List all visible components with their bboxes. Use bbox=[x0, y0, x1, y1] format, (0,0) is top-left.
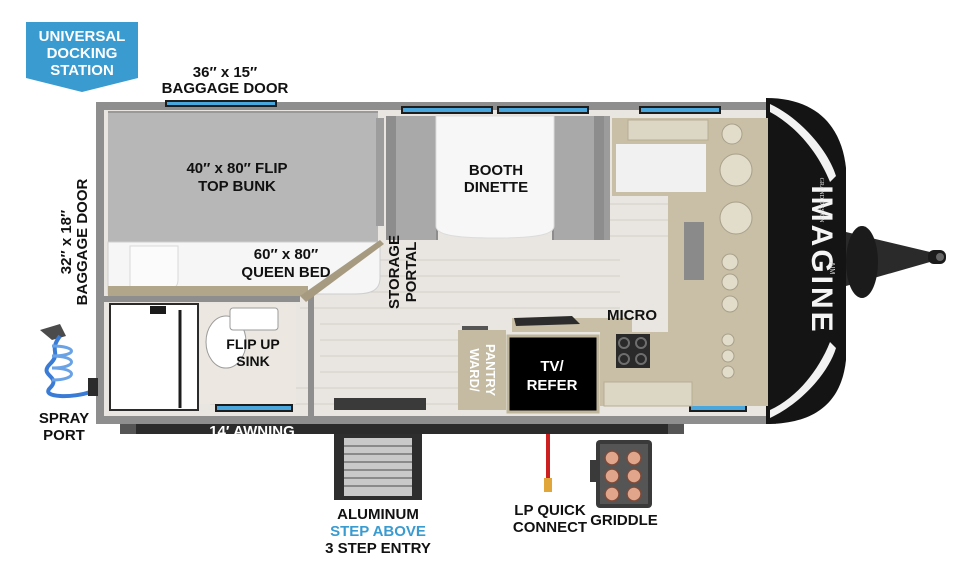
connect-label: CONNECT bbox=[513, 519, 587, 536]
baggage-side-label: BAGGAGE DOOR bbox=[74, 179, 91, 306]
flip-top-bunk bbox=[108, 112, 378, 242]
dinette-table bbox=[435, 115, 555, 239]
awning bbox=[120, 424, 684, 434]
griddle-label: GRIDDLE bbox=[590, 512, 658, 529]
queen-bed-size-label: 60″ x 80″ bbox=[254, 246, 318, 263]
three-step-entry-label: 3 STEP ENTRY bbox=[325, 540, 431, 557]
queen-bed-label: QUEEN BED bbox=[241, 264, 330, 281]
step-above-label: STEP ABOVE bbox=[330, 523, 426, 540]
entry-mat bbox=[334, 398, 426, 410]
flip-bunk-size-label: 40″ x 80″ FLIP bbox=[186, 160, 287, 177]
sink bbox=[229, 307, 279, 331]
front-cap-swoosh-lower bbox=[770, 342, 836, 418]
micro-label: MICRO bbox=[607, 307, 657, 324]
flip-up-label: FLIP UP bbox=[226, 336, 279, 352]
baggage-top-label: BAGGAGE DOOR bbox=[162, 80, 289, 97]
sink-label: SINK bbox=[236, 353, 269, 369]
spray-label: SPRAY bbox=[39, 410, 89, 427]
lp-quick-connect-icon[interactable] bbox=[544, 434, 552, 492]
bath-wall bbox=[104, 296, 300, 302]
floor-planks bbox=[210, 203, 670, 405]
front-cap-swoosh bbox=[770, 104, 836, 182]
bed-headboard bbox=[108, 286, 308, 296]
counter-top-white bbox=[616, 144, 706, 192]
ward-label: WARD/ bbox=[467, 348, 482, 392]
awning-label: 14′ AWNING bbox=[209, 423, 295, 440]
storage-label: STORAGE bbox=[386, 235, 403, 309]
bath-door-swing bbox=[300, 240, 384, 302]
griddle-icon[interactable] bbox=[590, 440, 652, 508]
booth-label: BOOTH bbox=[469, 162, 523, 179]
refrigerator bbox=[506, 334, 600, 414]
brand-name: IMAGINE bbox=[805, 185, 838, 334]
flip-bunk-label: TOP BUNK bbox=[198, 178, 276, 195]
pantry-label: PANTRY bbox=[483, 344, 498, 396]
docking-station-label: UNIVERSAL DOCKING STATION bbox=[38, 28, 126, 79]
port-label: PORT bbox=[43, 427, 85, 444]
shower bbox=[109, 303, 199, 411]
docking-station-badge bbox=[26, 22, 138, 92]
dinette-label: DINETTE bbox=[464, 179, 528, 196]
bed-foot-post bbox=[376, 118, 384, 226]
spray-port-icon[interactable] bbox=[40, 324, 98, 399]
tv-refer-label: TV/ REFER bbox=[526, 358, 578, 394]
baggage-top-size-label: 36″ x 15″ bbox=[193, 64, 257, 81]
bed-pillow bbox=[129, 245, 179, 291]
brand-maker: GRAND DESIGN bbox=[818, 178, 824, 224]
aluminum-label: ALUMINUM bbox=[337, 506, 419, 523]
wardrobe-pantry bbox=[458, 330, 506, 410]
portal-label: PORTAL bbox=[403, 242, 420, 303]
hitch-tongue bbox=[846, 226, 946, 298]
baggage-side-size-label: 32″ x 18″ bbox=[58, 210, 75, 274]
sink-basin bbox=[684, 222, 704, 280]
entry-steps[interactable] bbox=[334, 434, 422, 500]
lp-quick-label: LP QUICK bbox=[514, 502, 586, 519]
front-cap bbox=[766, 98, 846, 424]
cabinet-shelves bbox=[603, 119, 709, 407]
appliance-dials bbox=[719, 123, 753, 379]
brand-sub: AIM bbox=[828, 262, 835, 275]
